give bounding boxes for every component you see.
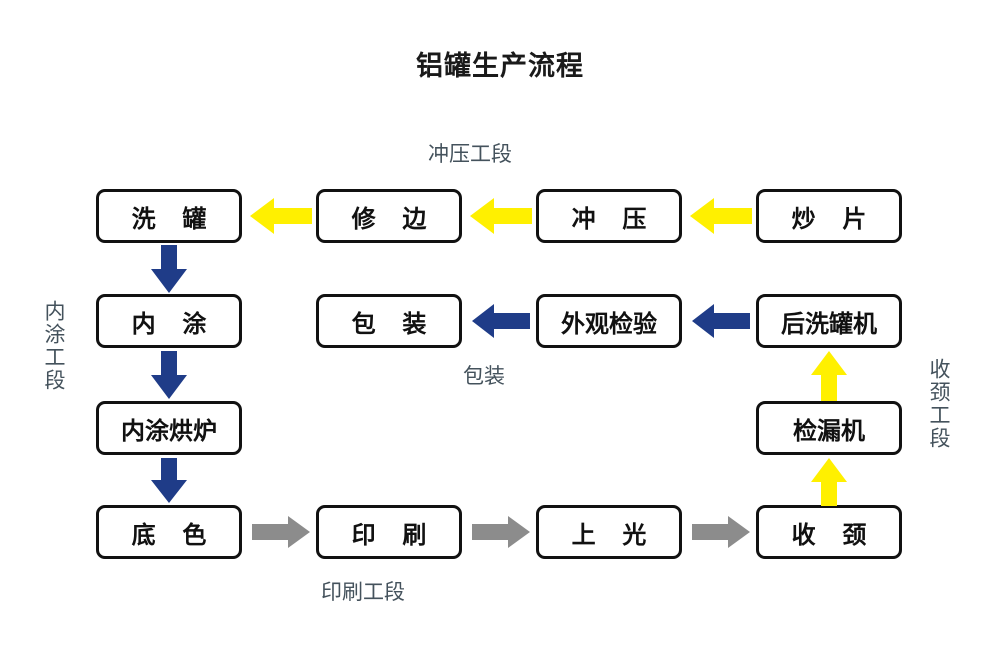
node-blank[interactable]: 炒 片 <box>756 189 902 243</box>
arrow-base-coat-to-print <box>252 515 310 549</box>
section-label-packing: 包装 <box>463 365 505 388</box>
arrow-necking-to-leak-tester <box>810 458 848 506</box>
node-base-coat[interactable]: 底 色 <box>96 505 242 559</box>
arrow-blank-to-stamp <box>690 196 752 236</box>
arrow-stamp-to-trim <box>470 196 532 236</box>
node-varnish[interactable]: 上 光 <box>536 505 682 559</box>
section-label-printing: 印刷工段 <box>321 581 405 604</box>
section-label-necking: 收颈工段 <box>927 358 950 450</box>
node-post-washer[interactable]: 后洗罐机 <box>756 294 902 348</box>
section-label-stamping: 冲压工段 <box>428 143 512 166</box>
node-leak-tester[interactable]: 检漏机 <box>756 401 902 455</box>
arrow-wash-can-to-inner-coat <box>148 245 190 293</box>
node-visual-inspect[interactable]: 外观检验 <box>536 294 682 348</box>
arrow-inner-coat-to-oven <box>148 351 190 399</box>
section-label-inner-coating: 内涂工段 <box>42 300 65 392</box>
node-inner-coat-oven[interactable]: 内涂烘炉 <box>96 401 242 455</box>
arrow-leak-tester-to-post-washer <box>810 351 848 401</box>
arrow-print-to-varnish <box>472 515 530 549</box>
node-wash-can[interactable]: 洗 罐 <box>96 189 242 243</box>
node-print[interactable]: 印 刷 <box>316 505 462 559</box>
arrow-visual-inspect-to-packaging <box>472 302 530 340</box>
arrow-varnish-to-necking <box>692 515 750 549</box>
node-trim[interactable]: 修 边 <box>316 189 462 243</box>
node-necking[interactable]: 收 颈 <box>756 505 902 559</box>
node-packaging[interactable]: 包 装 <box>316 294 462 348</box>
node-inner-coat[interactable]: 内 涂 <box>96 294 242 348</box>
arrow-trim-to-wash-can <box>250 196 312 236</box>
arrow-post-washer-to-visual-inspect <box>692 302 750 340</box>
node-stamp[interactable]: 冲 压 <box>536 189 682 243</box>
arrow-oven-to-base-coat <box>148 458 190 503</box>
page-title: 铝罐生产流程 <box>416 51 584 81</box>
